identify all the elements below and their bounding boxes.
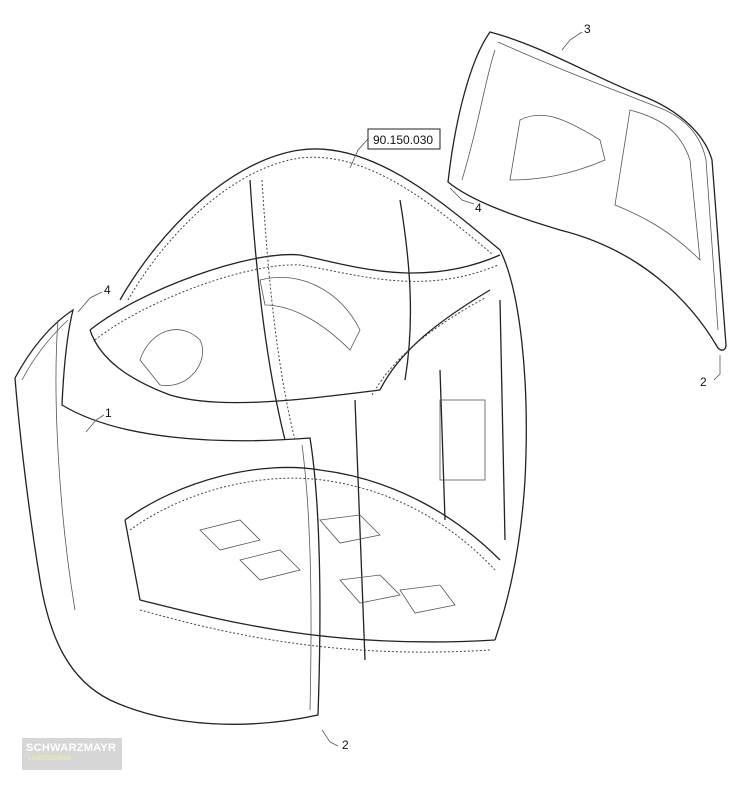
callout-3: 3 <box>584 22 591 36</box>
callout-2-right: 2 <box>700 375 707 389</box>
watermark-logo: SCHWARZMAYR LANDTECHNIK <box>22 738 122 770</box>
cab-frame <box>89 148 527 661</box>
watermark-sub: LANDTECHNIK <box>28 756 72 762</box>
front-windshield-glass <box>14 308 321 725</box>
callout-2-bottom: 2 <box>342 738 349 752</box>
reference-box <box>367 128 441 150</box>
callout-1: 1 <box>105 406 112 420</box>
leader-lines <box>77 31 721 747</box>
watermark-name: SCHWARZMAYR <box>26 742 117 754</box>
reference-label: 90.150.030 <box>373 133 433 147</box>
rear-window-glass <box>447 31 727 351</box>
callout-4-right: 4 <box>475 201 482 215</box>
callout-4-left: 4 <box>104 283 111 297</box>
